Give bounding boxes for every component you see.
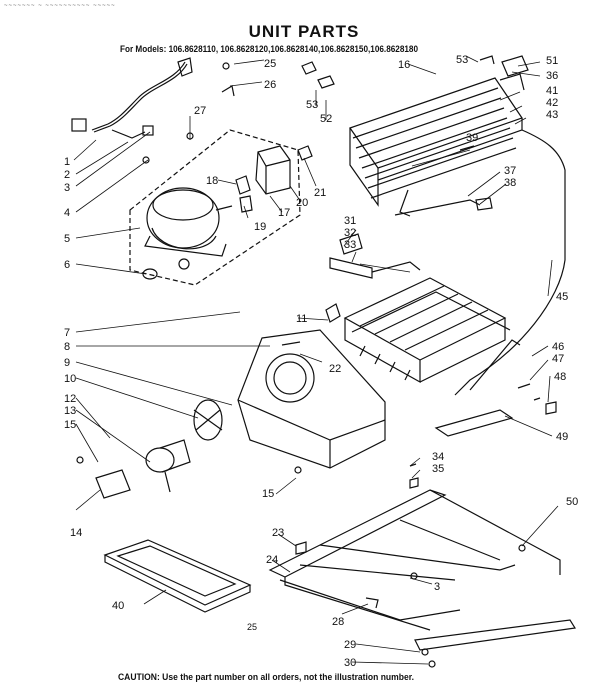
callout-6: 6 <box>64 259 70 271</box>
line-art <box>71 55 576 668</box>
fan-motor-drawing <box>95 439 191 499</box>
callout-10: 10 <box>64 373 76 385</box>
callout-4: 4 <box>64 207 70 219</box>
callout-20: 20 <box>296 197 308 209</box>
condenser-coil-drawing <box>349 73 525 217</box>
callout-15-center: 15 <box>262 488 274 500</box>
callout-51: 51 <box>546 55 558 67</box>
callout-36: 36 <box>546 70 558 82</box>
power-cord-drawing <box>71 57 193 139</box>
callout-23: 23 <box>272 527 284 539</box>
page-code: 25 <box>247 622 258 632</box>
callout-35: 35 <box>432 463 444 475</box>
capillary-tube <box>454 129 566 396</box>
callout-53-left: 53 <box>306 99 318 111</box>
callout-29: 29 <box>344 639 356 651</box>
callout-26: 26 <box>264 79 276 91</box>
compressor-dashed-outline <box>129 129 301 286</box>
callout-21: 21 <box>314 187 326 199</box>
bracket-drawing <box>434 409 514 437</box>
callout-18: 18 <box>206 175 218 187</box>
callout-28: 28 <box>332 616 344 628</box>
evaporator-coil-drawing <box>343 277 511 384</box>
drier-tube <box>371 261 421 273</box>
callout-12: 12 <box>64 393 76 405</box>
callout-30: 30 <box>344 657 356 669</box>
callout-3-lower: 3 <box>434 581 440 593</box>
callout-50: 50 <box>566 496 578 508</box>
callout-7: 7 <box>64 327 70 339</box>
tube-end <box>469 339 521 391</box>
callout-39: 39 <box>466 132 478 144</box>
callout-17: 17 <box>278 207 290 219</box>
callout-43: 43 <box>546 109 558 121</box>
callout-27: 27 <box>194 105 206 117</box>
callout-13: 13 <box>64 405 76 417</box>
leader-lines <box>73 55 559 665</box>
callout-41: 41 <box>546 85 558 97</box>
callout-32: 32 <box>344 227 356 239</box>
models-line: For Models: 106.8628110, 106.8628120,106… <box>120 44 419 55</box>
drier-drawing <box>329 257 373 279</box>
callout-15-left: 15 <box>64 419 76 431</box>
callout-37: 37 <box>504 165 516 177</box>
callout-45: 45 <box>556 291 568 303</box>
callout-labels: 1 2 3 4 5 6 7 8 9 10 11 12 13 14 15 15 1… <box>64 54 578 669</box>
callout-46: 46 <box>552 341 564 353</box>
fan-shroud-drawing <box>237 329 386 469</box>
callout-22: 22 <box>329 363 341 375</box>
fan-blade-drawing <box>193 399 223 441</box>
callout-1: 1 <box>64 156 70 168</box>
callout-8: 8 <box>64 341 70 353</box>
callout-11: 11 <box>296 313 307 325</box>
compressor-drawing <box>144 187 233 270</box>
caution-note: CAUTION: Use the part number on all orde… <box>118 672 414 683</box>
callout-33: 33 <box>344 239 356 251</box>
callout-3: 3 <box>64 182 70 194</box>
grommet-drawing <box>142 268 158 280</box>
relay-drawing <box>235 145 313 213</box>
callout-14: 14 <box>70 527 82 539</box>
drain-pan-drawing <box>103 539 252 613</box>
callout-49: 49 <box>556 431 568 443</box>
callout-2: 2 <box>64 169 70 181</box>
callout-53-right: 53 <box>456 54 468 66</box>
callout-31: 31 <box>344 215 356 227</box>
screw-drawings <box>76 55 557 668</box>
callout-38: 38 <box>504 177 516 189</box>
callout-24: 24 <box>266 554 278 566</box>
base-frame-drawing <box>268 489 576 651</box>
callout-5: 5 <box>64 233 70 245</box>
callout-42: 42 <box>546 97 558 109</box>
callout-9: 9 <box>64 357 70 369</box>
callout-25: 25 <box>264 58 276 70</box>
page-title: UNIT PARTS <box>248 22 360 41</box>
callout-48: 48 <box>554 371 566 383</box>
header-scribble: ~~~~~~~ ~ ~~~~~~~~~~ ~~~~~ <box>4 3 116 9</box>
callout-40: 40 <box>112 600 124 612</box>
callout-52: 52 <box>320 113 332 125</box>
callout-34: 34 <box>432 451 444 463</box>
callout-47: 47 <box>552 353 564 365</box>
callout-16: 16 <box>398 59 410 71</box>
callout-19: 19 <box>254 221 266 233</box>
